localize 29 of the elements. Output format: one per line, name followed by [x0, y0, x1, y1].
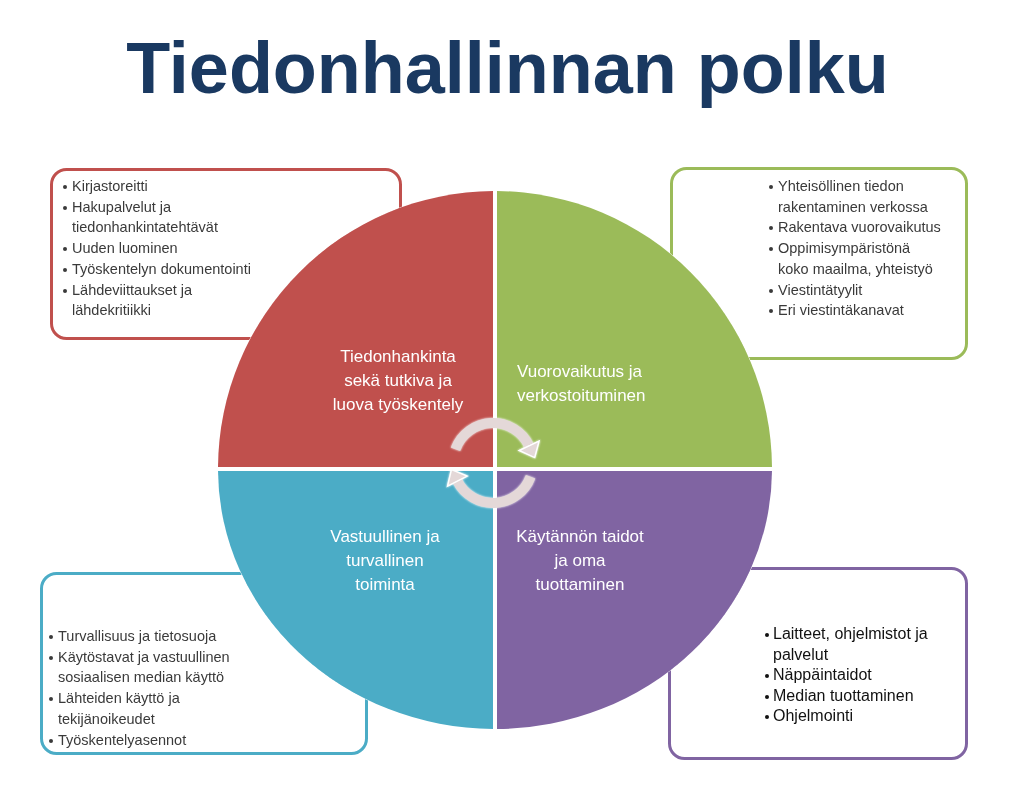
segment-label: Tiedonhankinta sekä tutkiva ja luova työskentely	[331, 346, 465, 416]
curved-arrow	[447, 469, 536, 508]
quadrant-segment	[495, 191, 772, 469]
list-item: Oppimisympäristönä koko maailma, yhteistyö	[768, 238, 940, 280]
list-item: Näppäintaidot	[765, 665, 953, 686]
list-item: Käytöstavat ja vastuullinen sosiaalisen median käyttö	[48, 646, 245, 689]
list-item: Työskentelyasennot	[48, 729, 245, 751]
segment-label: Vastuullinen ja turvallinen toiminta	[329, 526, 441, 596]
title: Tiedonhallinnan polku	[125, 27, 890, 110]
list-item: Lähdeviittaukset ja lähdekritiikki	[62, 279, 262, 321]
info-card	[668, 567, 968, 760]
info-card	[670, 167, 968, 360]
list-item: Median tuottaminen	[765, 685, 953, 706]
list-item: Eri viestintäkanavat	[768, 300, 950, 321]
list-item: Hakupalvelut ja tiedonhankintatehtävät	[62, 196, 262, 239]
list-item: Ohjelmointi	[765, 706, 953, 727]
list-item: Kirjastoreitti	[62, 176, 262, 197]
list-item: Viestintätyylit	[768, 279, 950, 301]
segment-label: Vuorovaikutus ja verkostoituminen	[517, 361, 647, 407]
list-item: Työskentelyn dokumentointi	[62, 258, 262, 280]
list-item: Rakentava vuorovaikutus	[768, 217, 950, 239]
segment-label: Käytännön taidot ja oma tuottaminen	[515, 526, 645, 596]
list-item: Turvallisuus ja tietosuoja	[48, 626, 245, 647]
list-item: Lähteiden käyttö ja tekijänoikeudet	[48, 688, 245, 730]
list-item: Uuden luominen	[62, 238, 262, 259]
list-item: Yhteisöllinen tiedon rakentaminen verkossa	[768, 176, 950, 218]
curved-arrow	[450, 418, 540, 458]
list-item: Laitteet, ohjelmistot ja palvelut	[765, 624, 953, 665]
info-card	[50, 168, 402, 340]
